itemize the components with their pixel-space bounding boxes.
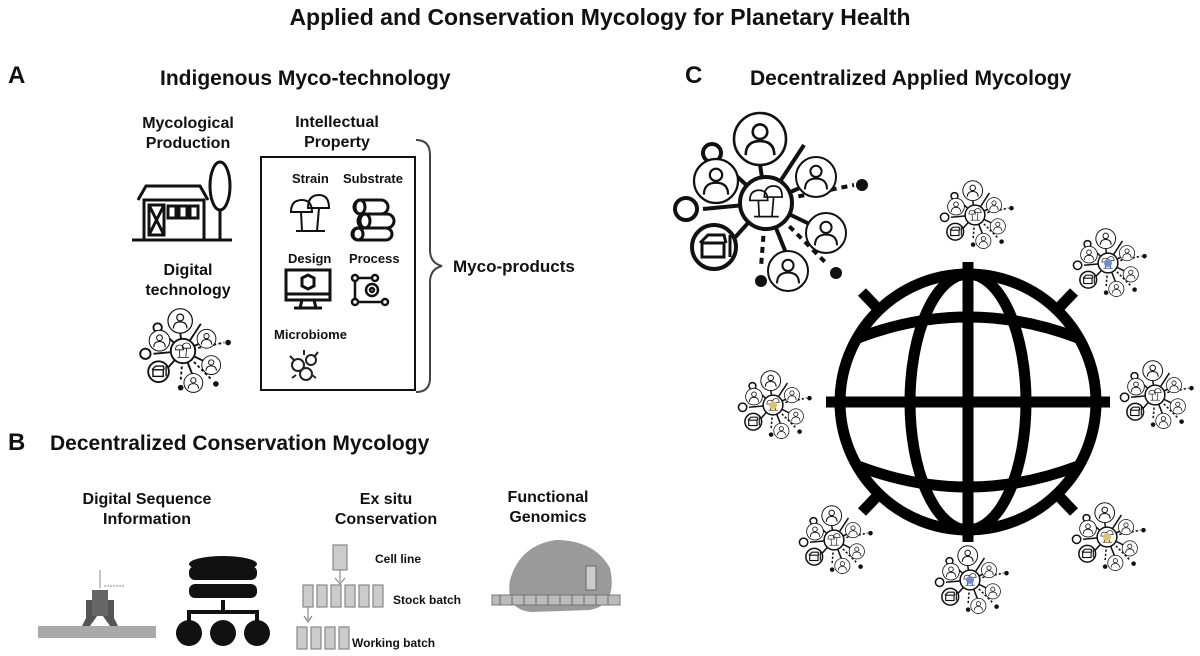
network-node-small <box>799 506 872 574</box>
design-label: Design <box>288 251 332 266</box>
network-node-small <box>1120 361 1193 429</box>
brace <box>415 139 443 393</box>
production-label: Mycological Production <box>142 115 234 152</box>
database-icon <box>176 556 270 646</box>
accent-dot <box>1104 259 1112 267</box>
substrate-label: Substrate <box>343 171 403 186</box>
network-node-large <box>675 113 868 291</box>
intellectual-property-label: Intellectual Property <box>295 114 379 151</box>
cell-batch-icon <box>296 544 384 650</box>
microbiome-label: Microbiome <box>274 327 347 342</box>
accent-dot <box>1103 533 1111 541</box>
strain-label: Strain <box>292 171 329 186</box>
panel-b-heading: Decentralized Conservation Mycology <box>50 432 430 455</box>
functional-genomics-label: Functional Genomics <box>507 489 589 526</box>
microbiome-icon <box>289 350 319 381</box>
dsi-label: Digital Sequence Information <box>82 491 212 528</box>
panel-a-letter: A <box>8 62 26 89</box>
dna-sequence-icon <box>38 570 156 638</box>
ip-box <box>260 156 416 391</box>
accent-dot <box>769 401 777 409</box>
stock-batch-label: Stock batch <box>393 593 462 607</box>
ex-situ-label: Ex situ Conservation <box>334 491 438 528</box>
digital-technology-label: Digital technology <box>145 262 231 299</box>
panel-c-heading: Decentralized Applied Mycology <box>750 67 1072 90</box>
production-barn-icon <box>132 160 232 242</box>
strain-icon <box>290 194 330 232</box>
myco-products-label: Myco-products <box>453 257 575 276</box>
process-gears-icon <box>350 273 390 307</box>
network-node-small <box>940 181 1013 249</box>
panel-b-letter: B <box>8 429 26 456</box>
process-label: Process <box>349 251 400 266</box>
panel-c-letter: C <box>685 62 703 89</box>
substrate-logs-icon <box>350 198 396 242</box>
digital-network-icon <box>140 309 231 393</box>
design-monitor-icon <box>284 268 332 310</box>
cell-line-label: Cell line <box>375 552 422 566</box>
globe-icon <box>826 262 1110 542</box>
genomics-icon <box>491 540 621 612</box>
page-title: Applied and Conservation Mycology for Pl… <box>289 4 911 30</box>
working-batch-label: Working batch <box>352 636 436 650</box>
accent-dot <box>966 576 974 584</box>
panel-a-heading: Indigenous Myco-technology <box>160 67 451 90</box>
